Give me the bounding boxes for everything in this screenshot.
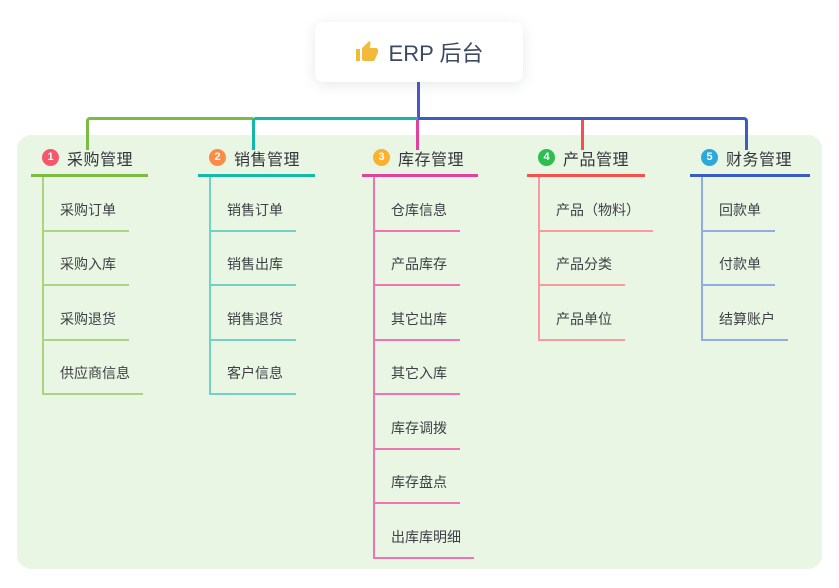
leaf-node[interactable]: 供应商信息 bbox=[44, 341, 143, 395]
leaf-node[interactable]: 其它入库 bbox=[375, 341, 460, 395]
branch-header-3[interactable]: 3 库存管理 bbox=[362, 148, 478, 177]
connector-bus-mid bbox=[252, 117, 418, 150]
leaf-node[interactable]: 客户信息 bbox=[211, 341, 296, 395]
branch-items-5: 回款单付款单结算账户 bbox=[701, 177, 788, 341]
thumbs-up-icon bbox=[355, 40, 379, 64]
branch-number-badge: 5 bbox=[701, 149, 718, 166]
leaf-node[interactable]: 销售出库 bbox=[211, 232, 296, 286]
branch-header-4[interactable]: 4 产品管理 bbox=[527, 148, 645, 177]
leaf-node[interactable]: 销售订单 bbox=[211, 177, 296, 232]
root-title: ERP 后台 bbox=[388, 41, 484, 66]
branch-label: 销售管理 bbox=[234, 151, 301, 169]
leaf-node[interactable]: 结算账户 bbox=[703, 286, 788, 341]
connector-trunk bbox=[417, 82, 420, 120]
branch-number-badge: 2 bbox=[209, 149, 226, 166]
leaf-node[interactable]: 回款单 bbox=[703, 177, 775, 232]
root-node[interactable]: ERP 后台 bbox=[315, 22, 523, 82]
connector-drop-4 bbox=[581, 120, 584, 150]
leaf-node[interactable]: 产品（物料） bbox=[540, 177, 653, 232]
connector-bus-left bbox=[86, 117, 253, 150]
leaf-node[interactable]: 采购入库 bbox=[44, 232, 129, 286]
branch-label: 财务管理 bbox=[726, 151, 793, 169]
leaf-node[interactable]: 采购订单 bbox=[44, 177, 129, 232]
connector-bus-right bbox=[418, 117, 748, 150]
branch-number-badge: 3 bbox=[373, 149, 390, 166]
leaf-node[interactable]: 付款单 bbox=[703, 232, 775, 286]
leaf-node[interactable]: 采购退货 bbox=[44, 286, 129, 341]
branch-5: 5 财务管理回款单付款单结算账户 bbox=[690, 148, 810, 341]
branch-header-5[interactable]: 5 财务管理 bbox=[690, 148, 810, 177]
leaf-node[interactable]: 销售退货 bbox=[211, 286, 296, 341]
branch-header-1[interactable]: 1 采购管理 bbox=[31, 148, 148, 177]
branch-1: 1 采购管理采购订单采购入库采购退货供应商信息 bbox=[31, 148, 148, 395]
mindmap-panel bbox=[17, 135, 822, 569]
leaf-node[interactable]: 库存盘点 bbox=[375, 450, 460, 504]
leaf-node[interactable]: 仓库信息 bbox=[375, 177, 460, 232]
leaf-node[interactable]: 产品单位 bbox=[540, 286, 625, 341]
leaf-node[interactable]: 其它出库 bbox=[375, 286, 460, 341]
branch-label: 采购管理 bbox=[67, 151, 134, 169]
branch-items-1: 采购订单采购入库采购退货供应商信息 bbox=[42, 177, 143, 395]
leaf-node[interactable]: 出库库明细 bbox=[375, 504, 474, 559]
branch-items-2: 销售订单销售出库销售退货客户信息 bbox=[209, 177, 296, 395]
branch-number-badge: 4 bbox=[538, 149, 555, 166]
branch-label: 产品管理 bbox=[563, 151, 630, 169]
branch-label: 库存管理 bbox=[398, 151, 465, 169]
leaf-node[interactable]: 库存调拨 bbox=[375, 395, 460, 450]
branch-2: 2 销售管理销售订单销售出库销售退货客户信息 bbox=[198, 148, 315, 395]
branch-items-4: 产品（物料）产品分类产品单位 bbox=[538, 177, 653, 341]
branch-header-2[interactable]: 2 销售管理 bbox=[198, 148, 315, 177]
branch-items-3: 仓库信息产品库存其它出库其它入库库存调拨库存盘点出库库明细 bbox=[373, 177, 474, 559]
branch-4: 4 产品管理产品（物料）产品分类产品单位 bbox=[527, 148, 653, 341]
connector-drop-3 bbox=[416, 120, 419, 150]
leaf-node[interactable]: 产品库存 bbox=[375, 232, 460, 286]
leaf-node[interactable]: 产品分类 bbox=[540, 232, 625, 286]
branch-3: 3 库存管理仓库信息产品库存其它出库其它入库库存调拨库存盘点出库库明细 bbox=[362, 148, 478, 559]
branch-number-badge: 1 bbox=[42, 149, 59, 166]
